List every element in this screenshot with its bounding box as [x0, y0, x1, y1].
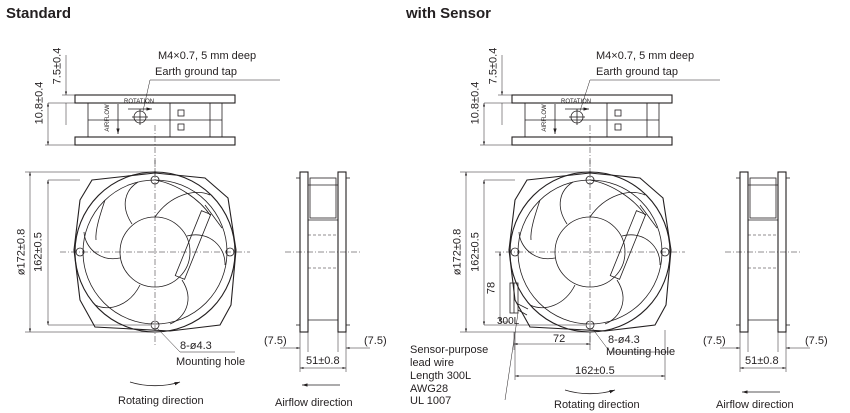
standard-tap-label: Earth ground tap — [155, 66, 237, 78]
standard-top-view — [45, 55, 280, 178]
standard-rotation-arrow-icon — [129, 381, 181, 387]
sensor-airflow-caption: Airflow direction — [716, 399, 794, 411]
standard-fan-strut — [174, 210, 212, 280]
sensor-dim-depth: 51±0.8 — [745, 355, 779, 367]
sensor-dim-lead-height: 78 — [485, 281, 498, 295]
sensor-dim-height: 10.8±0.4 — [469, 81, 482, 125]
sensor-dim-left: (7.5) — [703, 335, 726, 347]
sensor-rotation-arrow-icon — [564, 389, 616, 395]
standard-fan-frame — [73, 172, 237, 332]
sensor-dim-right: (7.5) — [805, 335, 828, 347]
sensor-dim-flange: 7.5±0.4 — [487, 47, 500, 85]
standard-top-upper-flange — [74, 94, 236, 104]
standard-dim-depth: 51±0.8 — [306, 355, 340, 367]
standard-dim-right: (7.5) — [364, 335, 387, 347]
standard-front-view — [25, 160, 250, 387]
sensor-top-view — [480, 55, 720, 178]
standard-dim-flange: 7.5±0.4 — [51, 47, 64, 85]
standard-dim-left: (7.5) — [264, 335, 287, 347]
sensor-tap-label: Earth ground tap — [596, 66, 678, 78]
sensor-heading: with Sensor — [406, 5, 492, 22]
standard-fan-blades — [83, 179, 226, 325]
standard-side-view — [280, 171, 370, 387]
sensor-side-terminal-box — [749, 177, 777, 219]
sensor-top-lower-flange — [511, 136, 673, 146]
standard-dim-height: 10.8±0.4 — [33, 81, 46, 125]
sensor-hole-spec: 8-ø4.3 — [608, 334, 640, 346]
sensor-dim-lead-len: 300L — [497, 316, 520, 327]
standard-hole-label: Mounting hole — [176, 356, 246, 368]
sensor-side-view — [720, 171, 810, 394]
sensor-fan-frame — [508, 172, 672, 332]
standard-heading: Standard — [6, 5, 72, 22]
sensor-lead-wire — [509, 282, 529, 316]
sensor-dim-pitch-horizontal: 162±0.5 — [575, 365, 615, 377]
sensor-dim-outer: ø172±0.8 — [451, 228, 464, 276]
sensor-top-terminal-box — [606, 102, 648, 138]
standard-dim-pitch: 162±0.5 — [32, 232, 45, 272]
sensor-lead-line3: Length 300L — [410, 370, 472, 382]
sensor-tap-spec: M4×0.7, 5 mm deep — [596, 50, 695, 62]
sensor-lead-line5: UL 1007 — [410, 395, 452, 407]
standard-hole-spec: 8-ø4.3 — [180, 340, 212, 352]
sensor-fan-strut — [609, 210, 647, 280]
sensor-lead-line2: lead wire — [410, 357, 455, 369]
standard-top-rotation-text: ROTATION — [124, 99, 155, 105]
standard-rotating-caption: Rotating direction — [118, 395, 204, 407]
standard-top-airflow-text: AIRFLOW — [105, 104, 111, 132]
sensor-dim-pitch: 162±0.5 — [469, 232, 482, 272]
sensor-top-upper-flange — [511, 94, 673, 104]
sensor-hole-label: Mounting hole — [606, 346, 676, 358]
sensor-dim-lead-offset: 72 — [553, 333, 566, 345]
standard-airflow-caption: Airflow direction — [275, 397, 353, 409]
sensor-rotating-caption: Rotating direction — [554, 399, 640, 411]
sensor-top-airflow-text: AIRFLOW — [542, 104, 548, 132]
standard-dim-outer: ø172±0.8 — [15, 228, 28, 276]
standard-side-terminal-box — [309, 177, 337, 219]
sensor-top-rotation-text: ROTATION — [561, 99, 592, 105]
sensor-lead-line1: Sensor-purpose — [410, 344, 489, 356]
standard-tap-spec: M4×0.7, 5 mm deep — [158, 50, 257, 62]
sensor-fan-blades — [518, 179, 661, 325]
sensor-lead-line4: AWG28 — [410, 383, 449, 395]
standard-top-terminal-box — [169, 102, 211, 138]
sensor-front-view — [460, 160, 685, 401]
